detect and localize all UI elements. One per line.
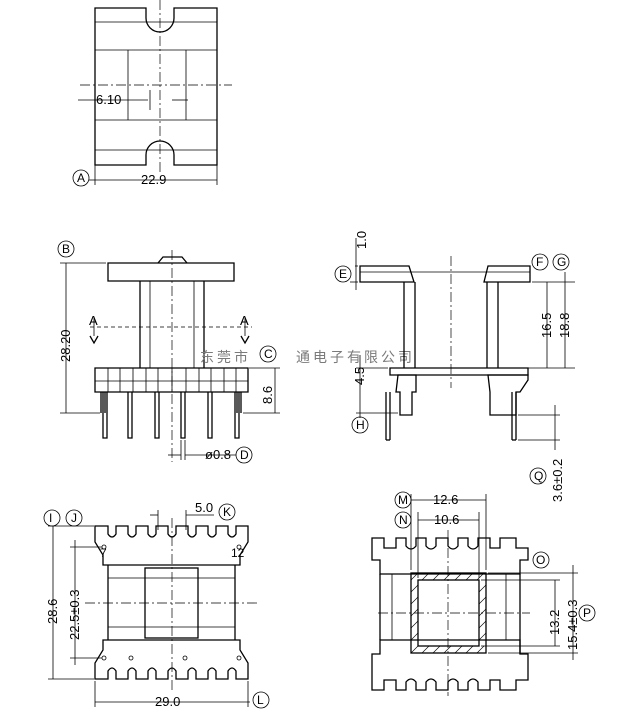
watermark-text-2: 通电子有限公司 <box>296 349 415 365</box>
side-view: 1.0 E 16.5 18.8 F G 4.5 H 3.6±0.2 Q <box>334 231 575 502</box>
dim-flange: 1.0 <box>354 231 369 249</box>
bottom-view: 7 12 5.0 K 28.6 22.5±0.3 I J 29.0 L <box>43 500 270 709</box>
dim-pin-dia: ø0.8 <box>205 447 231 462</box>
callout-k: K <box>223 505 231 519</box>
top-view: 6.10 22.9 A <box>72 0 232 187</box>
callout-a: A <box>77 171 85 185</box>
front-pins <box>102 392 240 439</box>
callout-c: C <box>264 347 273 361</box>
callout-m: M <box>398 493 408 507</box>
callout-o: O <box>536 553 545 567</box>
callout-e: E <box>339 267 347 281</box>
bottom-view-bottom-rail <box>94 639 249 680</box>
dim-outer-w: 12.6 <box>433 492 458 507</box>
section-outline-bottom <box>371 639 529 691</box>
front-view: A A 28.20 B 8.6 C ø <box>57 240 280 464</box>
dim-total-len: 28.6 <box>45 599 60 624</box>
top-view-outline <box>94 7 218 166</box>
dim-pin-row: 22.5±0.3 <box>67 589 82 640</box>
pin-number-7: 7 <box>100 546 107 560</box>
callout-q: Q <box>534 469 543 483</box>
dim-step-h: 4.5 <box>352 367 367 385</box>
section-a-right: A <box>240 313 249 328</box>
callout-i: I <box>49 511 52 525</box>
callout-f: F <box>536 255 543 269</box>
dim-inner-w: 10.6 <box>434 512 459 527</box>
dim-top-slot: 6.10 <box>96 92 121 107</box>
dim-outer-h: 15.4±0.3 <box>565 599 580 650</box>
bottom-pin-holes <box>101 544 242 661</box>
dim-pin-len: 3.6±0.2 <box>550 459 565 502</box>
dim-wind-h1: 16.5 <box>539 313 554 338</box>
watermark-text: 东莞市 <box>200 349 251 365</box>
section-a-left: A <box>89 313 98 328</box>
callout-d: D <box>240 448 249 462</box>
callout-n: N <box>399 513 408 527</box>
dim-inner-h: 13.2 <box>547 610 562 635</box>
dim-wind-h2: 18.8 <box>557 313 572 338</box>
callout-l: L <box>257 693 264 707</box>
bottom-view-top-rail <box>94 525 249 566</box>
dim-base-width: 29.0 <box>155 694 180 709</box>
section-hatching <box>410 572 487 654</box>
callout-j: J <box>71 511 77 525</box>
callout-p: P <box>583 606 591 620</box>
callout-h: H <box>356 418 365 432</box>
callout-g: G <box>557 255 566 269</box>
dim-pitch: 5.0 <box>195 500 213 515</box>
section-view: 12.6 M 10.6 N 13.2 15.4±0.3 O P <box>371 491 596 696</box>
dim-base-height: 8.6 <box>260 386 275 404</box>
pin-number-12: 12 <box>231 546 245 560</box>
dim-top-width: 22.9 <box>141 172 166 187</box>
callout-b: B <box>62 242 70 256</box>
section-outline-top <box>371 537 529 575</box>
dim-side-height: 28.20 <box>58 329 73 362</box>
